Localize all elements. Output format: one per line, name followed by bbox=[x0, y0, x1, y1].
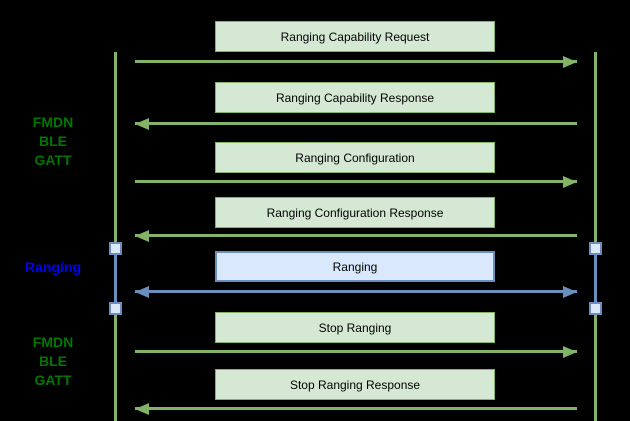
ranging-start-marker-left bbox=[109, 242, 122, 255]
phase-label-line: Ranging bbox=[25, 259, 81, 275]
lifeline-left bbox=[114, 52, 117, 421]
phase-label-fmdn-ble-gatt-top: FMDN BLE GATT bbox=[8, 113, 98, 170]
arrow-left-icon bbox=[135, 122, 577, 125]
message-label: Ranging bbox=[332, 259, 378, 274]
message-box-stop-ranging: Stop Ranging bbox=[215, 312, 495, 343]
message-label: Ranging Configuration Response bbox=[266, 205, 444, 220]
message-box-ranging: Ranging bbox=[215, 251, 495, 282]
message-label: Ranging Capability Response bbox=[275, 90, 435, 105]
phase-label-line: FMDN bbox=[32, 114, 74, 130]
arrow-right-icon bbox=[135, 180, 577, 183]
message-box-ranging-capability-request: Ranging Capability Request bbox=[215, 21, 495, 52]
message-label: Stop Ranging Response bbox=[289, 377, 421, 392]
phase-label-line: GATT bbox=[34, 372, 72, 388]
arrow-right-icon bbox=[135, 350, 577, 353]
phase-label-line: BLE bbox=[39, 133, 67, 149]
message-label: Ranging Capability Request bbox=[280, 29, 430, 44]
ranging-end-marker-right bbox=[589, 302, 602, 315]
lifeline-left-ranging-segment bbox=[114, 250, 117, 308]
message-box-ranging-capability-response: Ranging Capability Response bbox=[215, 82, 495, 113]
phase-label-fmdn-ble-gatt-bottom: FMDN BLE GATT bbox=[8, 333, 98, 390]
arrow-left-icon bbox=[135, 234, 577, 237]
phase-label-line: FMDN bbox=[32, 334, 74, 350]
lifeline-right-ranging-segment bbox=[594, 250, 597, 308]
phase-label-line: BLE bbox=[39, 353, 67, 369]
message-box-ranging-configuration: Ranging Configuration bbox=[215, 142, 495, 173]
phase-label-line: GATT bbox=[34, 152, 72, 168]
message-label: Stop Ranging bbox=[318, 320, 392, 335]
ranging-end-marker-left bbox=[109, 302, 122, 315]
arrow-bidirectional-icon bbox=[135, 290, 577, 293]
arrow-right-icon bbox=[135, 60, 577, 63]
message-box-stop-ranging-response: Stop Ranging Response bbox=[215, 369, 495, 400]
phase-label-ranging: Ranging bbox=[8, 258, 98, 277]
ranging-start-marker-right bbox=[589, 242, 602, 255]
message-label: Ranging Configuration bbox=[295, 150, 415, 165]
message-box-ranging-configuration-response: Ranging Configuration Response bbox=[215, 197, 495, 228]
lifeline-right bbox=[594, 52, 597, 421]
arrow-left-icon bbox=[135, 407, 577, 410]
